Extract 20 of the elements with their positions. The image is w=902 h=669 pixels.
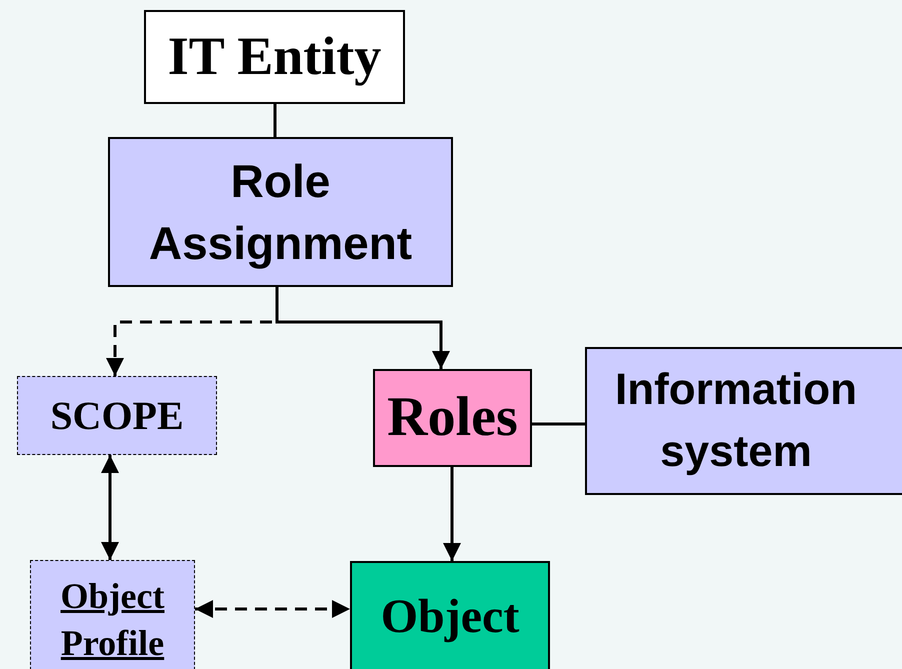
object-box (350, 561, 550, 669)
entity-box (144, 10, 405, 104)
profile-box (30, 560, 195, 669)
roles-box (373, 369, 532, 467)
system-box (585, 347, 902, 495)
node-label: IT Entity (168, 27, 382, 87)
arrow (276, 287, 450, 369)
arrow (101, 455, 119, 560)
node-label: Object (380, 591, 520, 644)
node-label: Role Assignment (148, 154, 414, 271)
node-label: Object Profile (60, 575, 166, 665)
scope-box (17, 376, 217, 455)
process-box (108, 137, 453, 287)
connector-line (532, 422, 585, 426)
node-label: Roles (387, 387, 518, 449)
node-label: SCOPE (50, 394, 184, 438)
arrow (443, 467, 461, 561)
node-label: Information system (614, 364, 858, 478)
arrow (195, 600, 350, 618)
connector-line (274, 104, 276, 137)
